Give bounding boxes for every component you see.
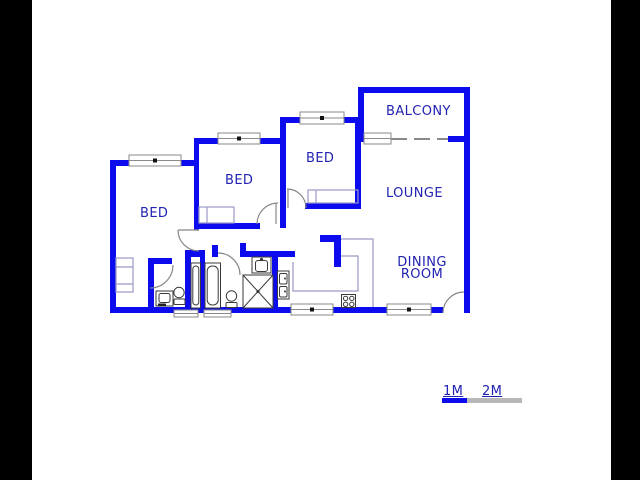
room-label-lounge: LOUNGE <box>386 186 443 201</box>
door-arc-icon-bed-right <box>286 188 307 209</box>
wall-bath-divider <box>200 257 205 310</box>
room-label-bed-middle: BED <box>225 173 254 188</box>
sink-icon <box>251 256 272 274</box>
wall-kitchen-north <box>240 251 295 257</box>
counter-lines <box>292 238 374 307</box>
closet-icon <box>115 257 134 293</box>
room-label-balcony: BALCONY <box>386 104 451 119</box>
wall-bed-middle-east <box>280 117 286 228</box>
door-arc-icon-wc <box>149 264 174 289</box>
door-arc-icon-bathroom <box>217 252 241 276</box>
bath-icon <box>190 262 201 309</box>
stove-icon <box>341 294 356 308</box>
wall-hall-stub <box>212 245 218 257</box>
window-icon-kitchen <box>290 303 334 316</box>
wall-bed-middle-south <box>194 223 260 229</box>
wall-wc-west <box>148 258 154 310</box>
wall-balcony-west <box>358 87 364 142</box>
window-icon-balcony <box>363 132 392 145</box>
wall-dining-corner-h <box>320 235 341 242</box>
wall-balcony-south-piece <box>448 136 464 142</box>
wall-kitchen-stub <box>240 243 246 251</box>
door-arc-icon-dining <box>442 291 465 314</box>
wall-bed-left-west <box>110 160 116 313</box>
wall-dining-corner-v <box>334 235 341 267</box>
bath-icon <box>204 262 221 309</box>
window-icon-bed-right <box>299 111 345 125</box>
wall-bathroom-west <box>185 257 191 310</box>
wall-bathroom-north <box>185 250 205 257</box>
kitchen-sink-icon <box>277 270 290 300</box>
wall-wc-north <box>148 258 172 264</box>
door-arc-icon-bed-left <box>177 229 200 252</box>
room-label-bed-left: BED <box>140 206 169 221</box>
windows <box>128 111 448 318</box>
room-label-bed-right: BED <box>306 151 335 166</box>
sink-icon <box>155 290 174 307</box>
scale-label-1m: 1M <box>443 384 464 399</box>
right-black-border <box>611 0 640 480</box>
furniture <box>115 189 359 293</box>
wall-bed-left-east <box>194 138 199 230</box>
window-sill-icon-bath2 <box>203 309 232 318</box>
toilet-icon <box>173 286 186 305</box>
window-icon-bed-left <box>128 154 182 167</box>
door-arc-icon-bed-middle <box>256 202 279 225</box>
wall-east-exterior <box>464 87 470 313</box>
scale-bar-segment-gray <box>467 398 522 403</box>
bed-icon <box>307 189 359 204</box>
wall-bed-right-east <box>355 117 361 209</box>
wall-kitchen-west <box>272 257 278 310</box>
scale-label-2m: 2M <box>482 384 503 399</box>
wall-bed-right-south <box>305 203 361 209</box>
room-label-dining-room: DINING ROOM <box>397 255 447 282</box>
scale-bar-segment-blue <box>442 398 467 403</box>
kitchen-counter-line <box>292 255 359 292</box>
walls <box>110 87 470 313</box>
doors <box>149 188 465 314</box>
dining-boundary-line <box>341 238 374 307</box>
bed-icon <box>198 206 235 224</box>
wall-balcony-north <box>358 87 470 93</box>
fixtures <box>155 256 356 309</box>
window-icon-dining <box>386 303 432 316</box>
window-icon-bed-middle <box>217 132 261 145</box>
left-black-border <box>0 0 32 480</box>
window-sill-icon-bath1 <box>173 309 199 318</box>
shower-icon <box>242 274 274 309</box>
toilet-icon <box>225 290 238 308</box>
